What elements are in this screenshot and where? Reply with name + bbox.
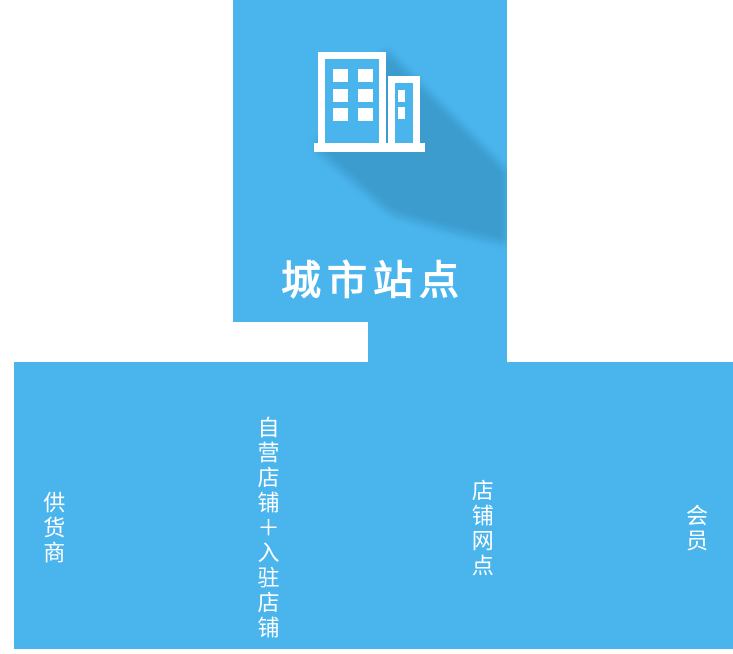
city-site-card: 城市站点 bbox=[233, 0, 507, 322]
city-site-title: 城市站点 bbox=[281, 259, 465, 303]
buildings-icon bbox=[314, 50, 425, 152]
connector-stem bbox=[368, 320, 507, 364]
band-label-self-and-settled-shops: 自营店铺＋入驻店铺 bbox=[254, 416, 280, 641]
band-label-supplier: 供货商 bbox=[40, 491, 66, 566]
band-label-members: 会员 bbox=[682, 503, 708, 554]
band-label-shop-outlets: 店铺网点 bbox=[468, 478, 494, 579]
channels-band: 供货商 自营店铺＋入驻店铺 店铺网点 会员 bbox=[14, 362, 733, 649]
